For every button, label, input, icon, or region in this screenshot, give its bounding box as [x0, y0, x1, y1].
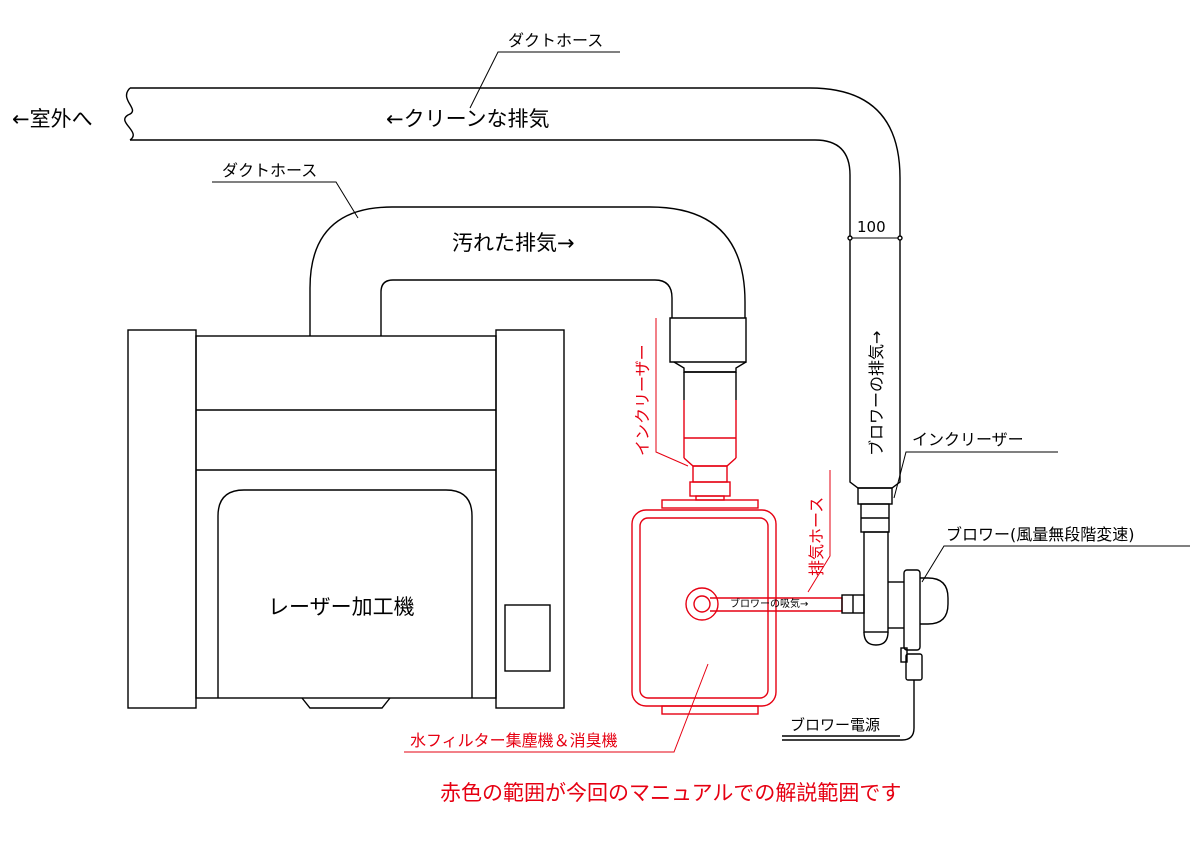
leader-duct-hose-top: [469, 51, 620, 109]
hose-cut-end: [124, 87, 134, 141]
increaser-left: [683, 400, 737, 501]
leader-blower: [921, 545, 1190, 583]
laser-machine-door: [217, 489, 473, 698]
leader-increaser-left: [655, 318, 689, 467]
label-water-filter: 水フィルター集塵機＆消臭機: [410, 731, 618, 750]
leader-water-filter: [404, 663, 709, 753]
laser-machine-left-pillar: [127, 329, 197, 709]
leader-duct-hose-left: [212, 181, 359, 219]
label-to-outside: ←室外へ: [12, 107, 93, 131]
laser-machine-body: [195, 335, 497, 699]
label-blower-power: ブロワー電源: [790, 716, 880, 734]
label-blower-intake: ブロワーの吸気→: [730, 597, 808, 610]
increaser-right: [849, 468, 901, 533]
label-blower-exhaust: ブロワーの排気→: [867, 331, 886, 456]
caption-red-scope: 赤色の範囲が今回のマニュアルでの解説範囲です: [440, 781, 901, 805]
label-laser-machine: レーザー加工機: [268, 595, 415, 619]
laser-machine-panel: [504, 604, 551, 672]
label-duct-hose-left: ダクトホース: [222, 161, 317, 180]
label-increaser-red: インクリーザー: [633, 344, 652, 456]
laser-machine: [127, 329, 565, 709]
blower-unit: [782, 531, 949, 741]
laser-machine-foot: [301, 697, 391, 709]
laser-machine-right-pillar: [495, 329, 565, 709]
label-dirty-exhaust: 汚れた排気→: [452, 231, 575, 255]
label-clean-exhaust: ←クリーンな排気: [386, 107, 550, 131]
duct-hose-left: [309, 206, 747, 400]
label-increaser-right: インクリーザー: [912, 430, 1024, 449]
blower-power-plug: [905, 653, 923, 681]
leader-lines: [212, 51, 1190, 753]
filter-intake-port: [685, 587, 719, 621]
leader-increaser-right: [893, 451, 1058, 499]
leader-exhaust-hose: [807, 470, 831, 593]
label-duct-hose-top: ダクトホース: [508, 31, 603, 50]
blower-motor: [903, 569, 921, 651]
duct-collar: [669, 317, 747, 363]
label-blower: ブロワー(風量無段階変速): [946, 525, 1135, 544]
blower-motor-cap: [920, 577, 949, 625]
duct-hose-top: [124, 87, 903, 468]
label-diameter: 100: [857, 218, 886, 236]
label-exhaust-hose-red: 排気ホース: [807, 497, 826, 576]
blower-power-cord: [782, 680, 915, 741]
